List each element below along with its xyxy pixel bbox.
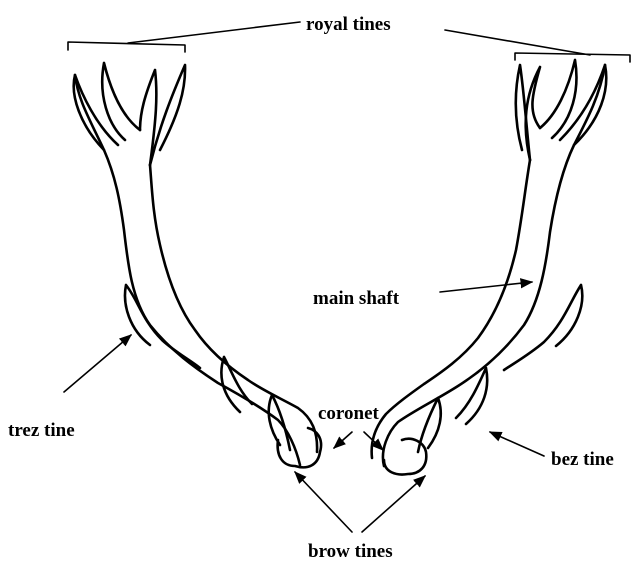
- right-coronet-burr: [384, 439, 426, 475]
- left-main-beam-outer: [75, 75, 300, 465]
- label-royal-tines: royal tines: [306, 14, 391, 35]
- right-royal-tine-4: [516, 65, 530, 160]
- brow-tines-arrow-right: [362, 476, 425, 532]
- label-coronet: coronet: [318, 403, 380, 424]
- left-royal-bracket: [68, 42, 185, 52]
- bez-tine-arrow: [490, 432, 544, 456]
- label-main-shaft: main shaft: [313, 288, 400, 309]
- right-antler: [372, 60, 607, 474]
- label-trez-tine: trez tine: [8, 420, 75, 441]
- right-royal-tine-1: [560, 65, 606, 145]
- brow-tines-arrow-left: [295, 472, 352, 532]
- label-bez-tine: bez tine: [551, 449, 614, 470]
- left-antler: [74, 63, 321, 467]
- right-main-beam-inner: [372, 160, 530, 458]
- leader-lines: [64, 22, 630, 532]
- label-brow-tines: brow tines: [308, 541, 393, 562]
- trez-tine-arrow: [64, 335, 131, 392]
- left-royal-leader: [128, 22, 300, 43]
- coronet-arrow-left: [334, 432, 352, 448]
- left-royal-tine-2: [102, 63, 140, 140]
- main-shaft-arrow: [440, 282, 532, 292]
- right-trez-tine: [504, 285, 582, 370]
- left-main-beam-inner: [150, 165, 317, 452]
- right-royal-leader: [445, 30, 590, 55]
- right-royal-bracket: [515, 53, 630, 62]
